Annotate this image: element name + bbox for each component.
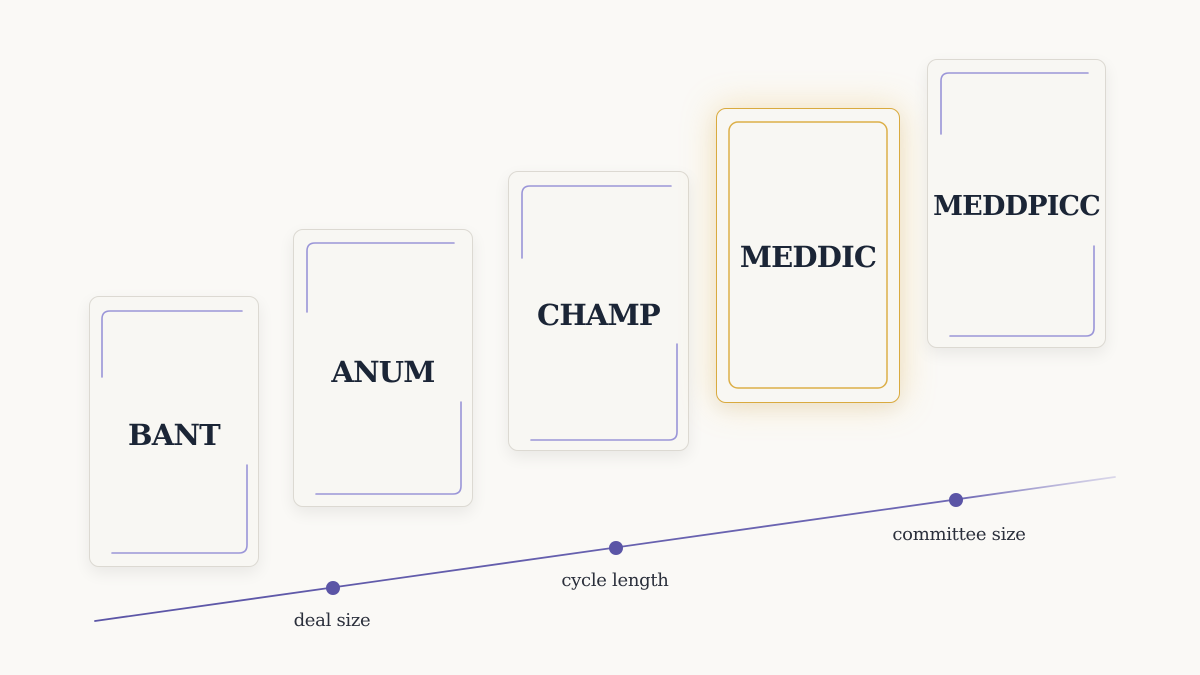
axis-label-deal-size: deal size (293, 610, 371, 631)
framework-name: CHAMP (537, 298, 661, 332)
framework-name: MEDDIC (739, 240, 877, 274)
axis-marker-committee-size (949, 493, 963, 507)
framework-name: ANUM (331, 355, 435, 389)
framework-card-bant: BANT (89, 296, 259, 567)
framework-card-meddic: MEDDIC (716, 108, 900, 403)
framework-card-anum: ANUM (293, 229, 473, 507)
framework-card-champ: CHAMP (508, 171, 689, 451)
axis-marker-deal-size (326, 581, 340, 595)
framework-name: MEDDPICC (933, 191, 1101, 222)
axis-marker-cycle-length (609, 541, 623, 555)
axis-label-cycle-length: cycle length (561, 570, 669, 591)
axis-line (94, 476, 1116, 622)
axis-label-committee-size: committee size (892, 524, 1026, 545)
framework-name: BANT (128, 418, 221, 452)
framework-card-meddpicc: MEDDPICC (927, 59, 1106, 348)
